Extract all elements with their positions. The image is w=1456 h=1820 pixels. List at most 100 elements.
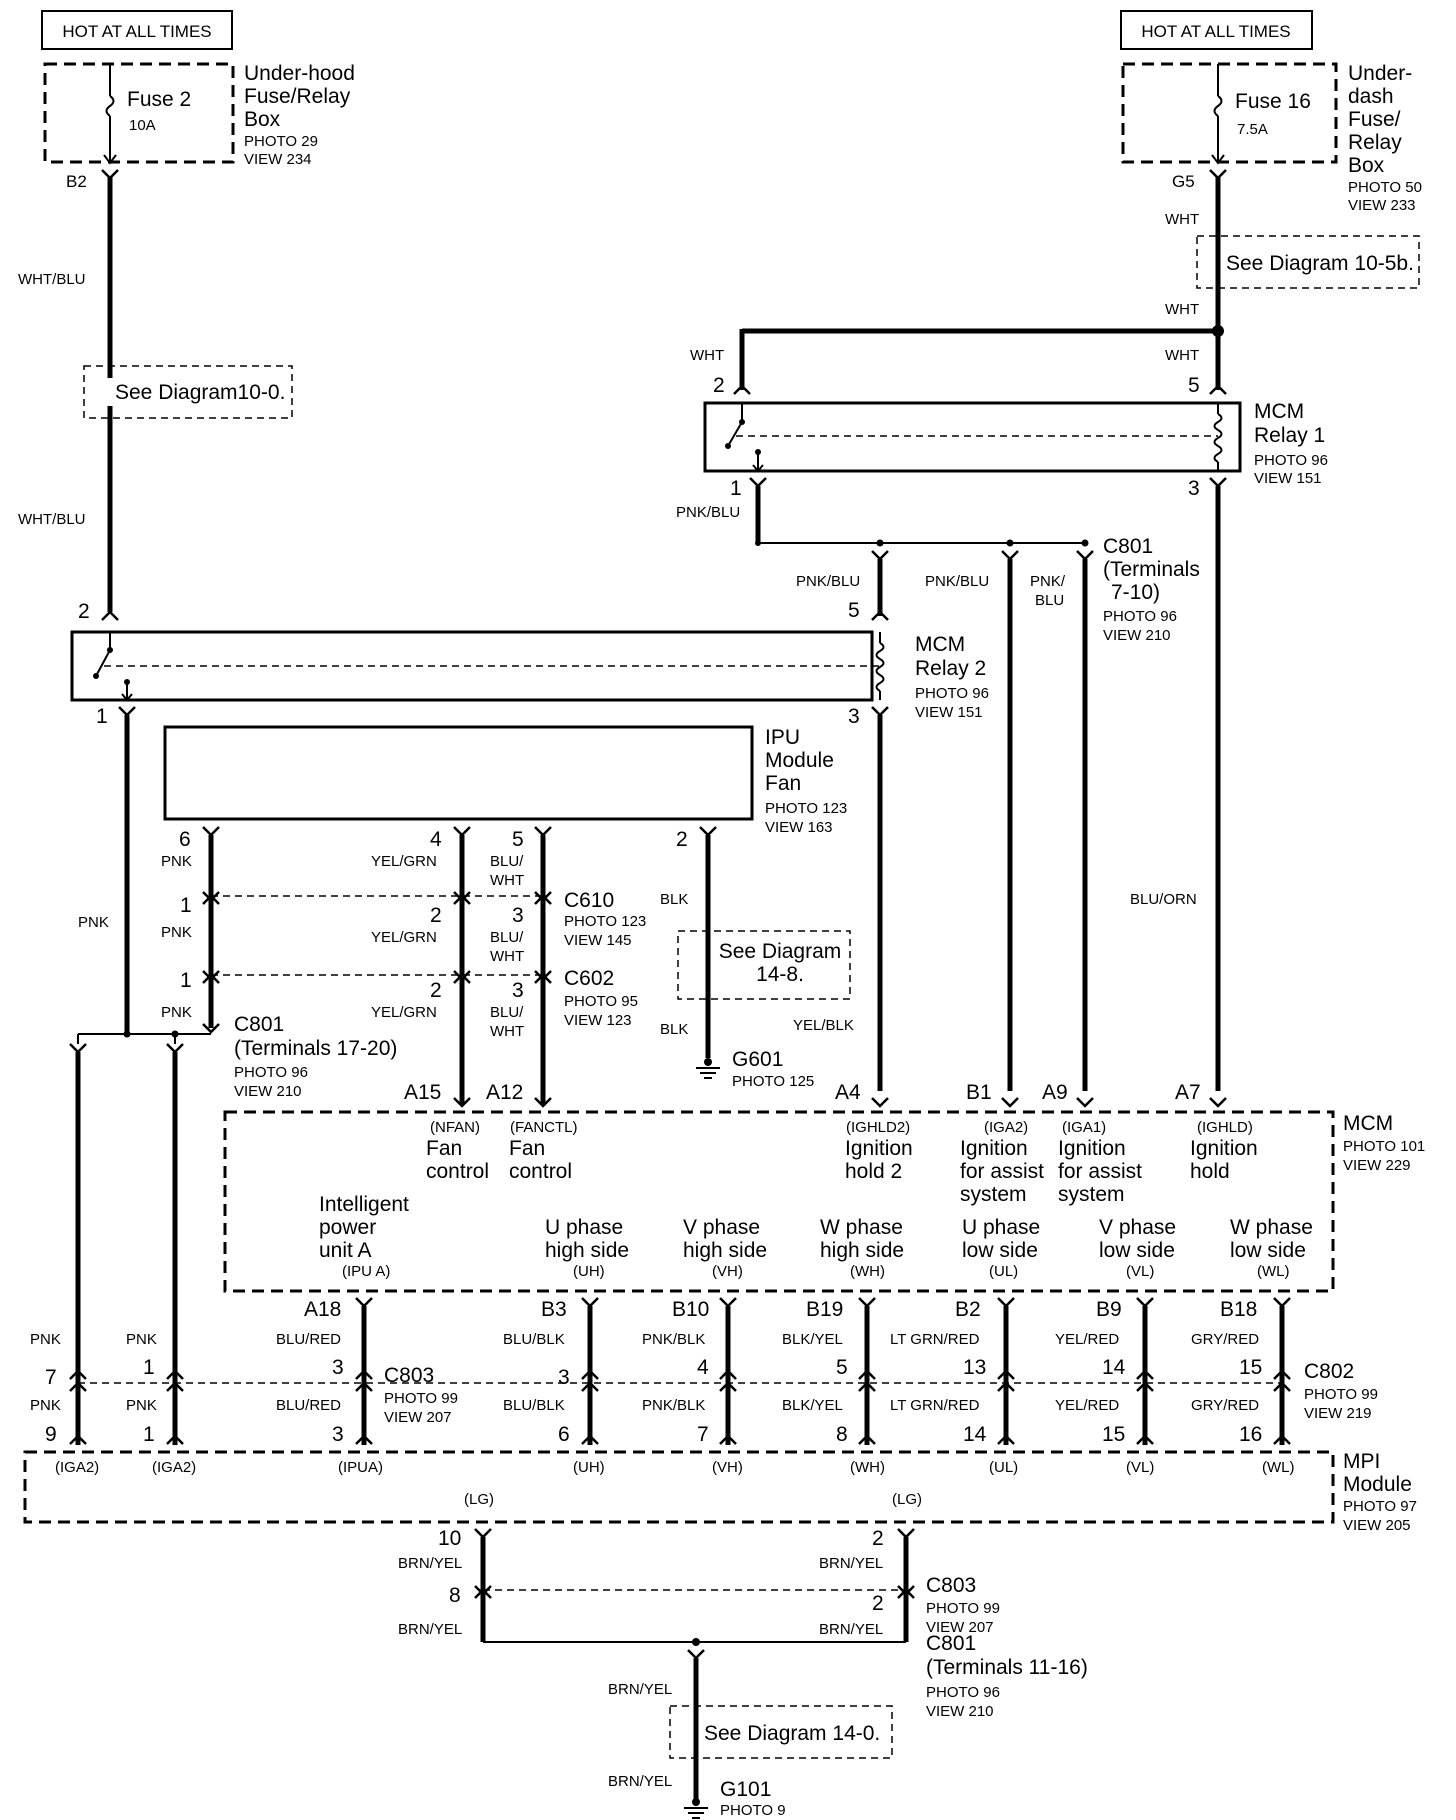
mcm-ipua-desc-3: unit A [319,1239,372,1262]
c803-upper-pin-3b: 3 [558,1366,570,1389]
g101-name: G101 [720,1778,771,1801]
c602-pin-3: 3 [512,979,524,1002]
relay1-pin-3: 3 [1188,477,1200,500]
wire-label-pnk-blk-2: PNK/BLK [642,1397,705,1414]
wire-label-blu-wht-2a: BLU/ [490,929,524,946]
ipu-fan-name-2: Module [765,749,834,772]
wire-label-blu-wht-3b: WHT [490,1023,524,1040]
mcm-nfan-desc-1: Fan [426,1137,462,1160]
wire-label-yel-red-2: YEL/RED [1055,1397,1119,1414]
wire-label-pnk-6: PNK [126,1331,157,1348]
c803-b-pin-2: 2 [872,1592,884,1615]
see-diagram-10-5b: See Diagram 10-5b. [1226,252,1414,275]
wire-label-blu-wht-1b: WHT [490,872,524,889]
c801-b-view: VIEW 210 [234,1083,302,1100]
ipu-fan-name-3: Fan [765,772,801,795]
mcm-uh-desc-2: high side [545,1239,629,1262]
fuse-2-icon [105,95,115,117]
mcm-iga2-desc-1: Ignition [960,1137,1028,1160]
wire-label-pnk-5: PNK [30,1331,61,1348]
c803-c802-pin-marks [69,1369,1291,1392]
wire-label-blk-2: BLK [660,1021,688,1038]
c610-pin-3: 3 [512,904,524,927]
mcm-sig-nfan: (NFAN) [430,1119,480,1136]
underdash-box-line5: Box [1348,154,1385,177]
mcm-pin-b2: B2 [955,1298,981,1321]
c610-photo: PHOTO 123 [564,913,646,930]
mcm-wh-desc-2: high side [820,1239,904,1262]
underhood-box-photo: PHOTO 29 [244,133,318,150]
wire-label-pnk-3: PNK [161,924,192,941]
wire-label-pnk-2: PNK [161,853,192,870]
fuse-2-rating: 10A [129,117,156,134]
c801-c-photo: PHOTO 96 [926,1684,1000,1701]
c803-upper-pin-7: 7 [45,1366,57,1389]
c801-a-line2: (Terminals [1103,558,1200,581]
ipu-fan-view: VIEW 163 [765,819,833,836]
relay1-name-2: Relay 1 [1254,424,1325,447]
mpi-sig-ul: (UL) [989,1459,1018,1476]
mcm-view: VIEW 229 [1343,1157,1411,1174]
c602-view: VIEW 123 [564,1012,632,1029]
see-diagram-14-8-line1: See Diagram [719,940,842,963]
c803-b-photo: PHOTO 99 [926,1600,1000,1617]
see-diagram-14-8-box [677,930,851,1000]
ipu-fan-name-1: IPU [765,726,800,749]
mpi-sig-wh: (WH) [850,1459,885,1476]
mpi-name-1: MPI [1343,1450,1380,1473]
wire-label-pnk-7: PNK [30,1397,61,1414]
c802-name: C802 [1304,1360,1354,1383]
c801-a-line3: 7-10) [1111,581,1160,604]
mcm-sig-wl: (WL) [1257,1263,1290,1280]
mcm-ul-desc-2: low side [962,1239,1038,1262]
wire-label-wht-blu-1: WHT/BLU [18,271,86,288]
ground-g601-icon [696,1058,720,1079]
relay1-coil-icon [1213,413,1223,463]
c802-lower-pin-15: 15 [1102,1423,1125,1446]
mpi-module: MPI Module PHOTO 97 VIEW 205 (IGA2) (IGA… [23,1450,1417,1534]
underdash-box-line2: dash [1348,85,1394,108]
c610-view: VIEW 145 [564,932,632,949]
c803-b-name: C803 [926,1574,976,1597]
mcm-pin-b19: B19 [806,1298,843,1321]
fuse-16-rating: 7.5A [1237,121,1268,138]
hot-at-all-times-box-left [41,10,233,50]
wire-label-brn-yel-1: BRN/YEL [398,1555,462,1572]
underhood-box-view: VIEW 234 [244,151,312,168]
mcm-sig-fanctl: (FANCTL) [510,1119,578,1136]
underdash-box-line1: Under- [1348,62,1412,85]
mcm-module: MCM PHOTO 101 VIEW 229 (NFAN) (FANCTL) (… [223,1110,1425,1293]
wire-label-brn-yel-3: BRN/YEL [398,1621,462,1638]
mcm-pin-a12: A12 [486,1081,523,1104]
c802-photo: PHOTO 99 [1304,1386,1378,1403]
mcm-pin-b1: B1 [966,1081,992,1104]
see-diagram-10-5b-box [1196,235,1420,289]
left-power-source: HOT AT ALL TIMES Fuse 2 10A Under-hood F… [41,10,355,191]
see-diagram-14-8-line2: 14-8. [756,963,804,986]
c802-upper-pin-15: 15 [1239,1356,1262,1379]
mcm-ighld-desc-2: hold [1190,1160,1230,1183]
mcm-pin-b18: B18 [1220,1298,1257,1321]
mcm-sig-uh: (UH) [573,1263,605,1280]
relay2-pin-5: 5 [848,599,860,622]
mcm-wl-desc-1: W phase [1230,1216,1313,1239]
wire-label-lt-grn-red-1: LT GRN/RED [890,1331,980,1348]
mcm-sig-ipua: (IPU A) [342,1263,390,1280]
mpi-sig-ipua: (IPUA) [338,1459,383,1476]
c602-name: C602 [564,967,614,990]
c610-name: C610 [564,889,614,912]
underhood-box-line1: Under-hood [244,62,355,85]
mcm-sig-iga1: (IGA1) [1062,1119,1106,1136]
relay1-name-1: MCM [1254,400,1304,423]
wire-label-pnk-blu-4a: PNK/ [1030,573,1066,590]
mcm-sig-iga2: (IGA2) [984,1119,1028,1136]
mpi-sig-lg-b: (LG) [892,1491,922,1508]
mpi-sig-vh: (VH) [712,1459,743,1476]
wire-label-pnk-blu-1: PNK/BLU [676,504,740,521]
mcm-vh-desc-2: high side [683,1239,767,1262]
g601-name: G601 [732,1048,783,1071]
wire-label-blu-blk-2: BLU/BLK [503,1397,565,1414]
hot-at-all-times-label-left: HOT AT ALL TIMES [62,22,211,41]
mcm-iga2-desc-3: system [960,1183,1027,1206]
mpi-sig-lg-a: (LG) [464,1491,494,1508]
